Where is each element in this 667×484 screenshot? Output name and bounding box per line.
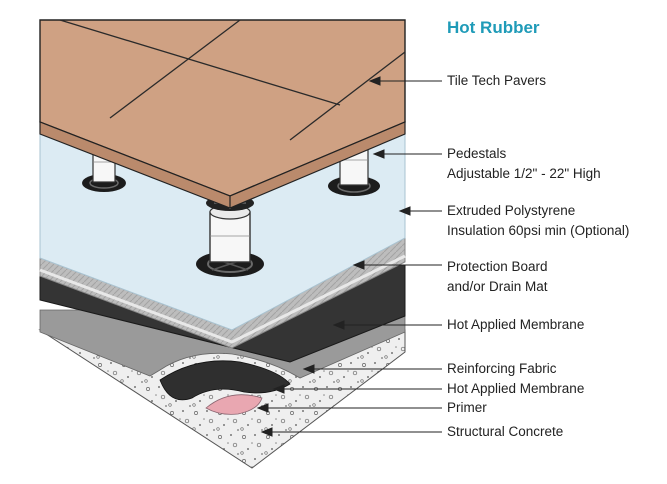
label-line: Adjustable 1/2" - 22" High [447, 166, 601, 181]
label-line: Hot Applied Membrane [447, 317, 585, 332]
label-protection-board: Protection Board and/or Drain Mat [447, 257, 548, 297]
label-line: Protection Board [447, 259, 548, 274]
leader-lines [256, 76, 442, 437]
primer-layer [205, 394, 263, 415]
label-line: Insulation 60psi min (Optional) [447, 223, 630, 238]
label-line: Tile Tech Pavers [447, 73, 547, 88]
label-line: Primer [447, 400, 487, 415]
label-line: Hot Applied Membrane [447, 381, 585, 396]
label-hot-applied-membrane-top: Hot Applied Membrane [447, 315, 584, 335]
label-line: and/or Drain Mat [447, 279, 548, 294]
protection-board-edge [39, 254, 406, 344]
tile-pavers [39, 19, 406, 209]
label-line: Reinforcing Fabric [447, 361, 557, 376]
label-primer: Primer [447, 398, 487, 418]
label-line: Structural Concrete [447, 424, 564, 439]
label-insulation: Extruded Polystyrene Insulation 60psi mi… [447, 201, 629, 241]
lower-membrane-layer [159, 360, 291, 401]
label-line: Pedestals [447, 146, 507, 161]
label-structural-concrete: Structural Concrete [447, 422, 563, 442]
pedestal-front [196, 195, 264, 277]
label-pedestals: Pedestals Adjustable 1/2" - 22" High [447, 144, 601, 184]
label-reinforcing-fabric: Reinforcing Fabric [447, 359, 557, 379]
label-tile-tech-pavers: Tile Tech Pavers [447, 71, 546, 91]
diagram-title: Hot Rubber [447, 18, 540, 37]
label-hot-applied-membrane-bottom: Hot Applied Membrane [447, 379, 584, 399]
label-line: Extruded Polystyrene [447, 203, 576, 218]
